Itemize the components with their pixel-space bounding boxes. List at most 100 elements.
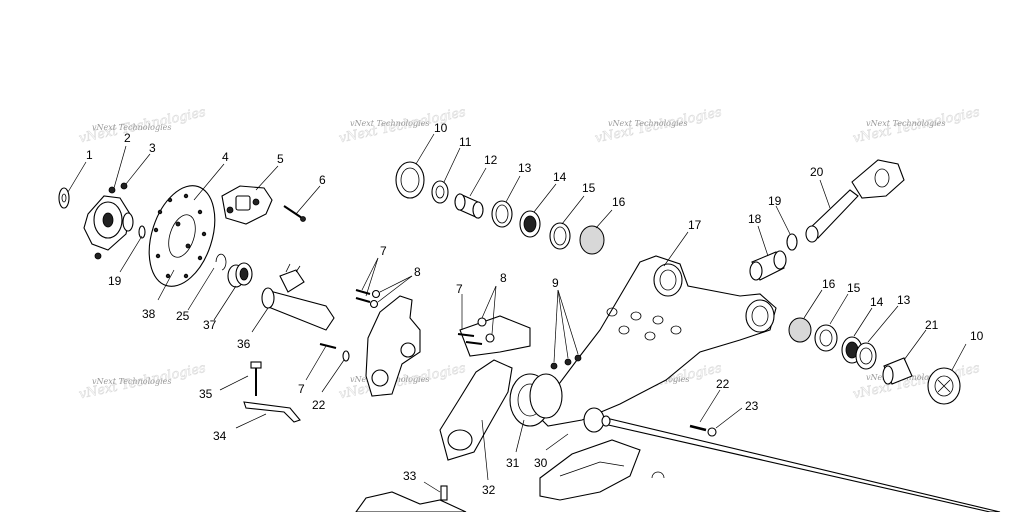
- callout-3: 3: [149, 141, 156, 155]
- svg-text:vNext Technologies: vNext Technologies: [608, 119, 687, 128]
- callout-35: 35: [199, 387, 213, 401]
- callout-14-upper: 14: [553, 170, 567, 184]
- callout-8-upper: 8: [414, 265, 421, 279]
- part-9-fittings: [550, 354, 582, 370]
- callout-22-left: 22: [312, 398, 326, 412]
- part-18-sleeve: [749, 250, 787, 281]
- part-21-spacer-right: [882, 357, 913, 385]
- callout-5: 5: [277, 152, 284, 166]
- part-3-wheel-studs: [94, 182, 128, 260]
- callout-21: 21: [925, 318, 939, 332]
- part-16-cap-right: [788, 317, 812, 343]
- part-22-bolt-right: [689, 424, 707, 432]
- callout-22-right: 22: [716, 377, 730, 391]
- callout-18: 18: [748, 212, 762, 226]
- part-15-race-right: [814, 324, 838, 352]
- watermark: vNext Technologies vNext Technologies: [337, 105, 467, 147]
- callout-37: 37: [203, 318, 217, 332]
- part-19-washer-right: [786, 233, 798, 251]
- part-17-swing-arm: [535, 255, 777, 433]
- part-6-bolt: [283, 205, 306, 222]
- callout-33: 33: [403, 469, 417, 483]
- callout-38: 38: [142, 307, 156, 321]
- callout-13-right: 13: [897, 293, 911, 307]
- part-35-bolt: [250, 361, 262, 396]
- part-16-cap-upper: [579, 225, 605, 255]
- part-20-drive-shaft: [805, 159, 905, 243]
- part-19-washer-left: [138, 225, 146, 239]
- callout-12: 12: [484, 153, 498, 167]
- part-23-washer-right: [707, 427, 717, 437]
- watermark: vNext Technologies vNext Technologies: [337, 361, 467, 403]
- part-1-washer: [58, 187, 70, 209]
- watermark: vNext Technologies vNext Technologies: [77, 361, 207, 403]
- callout-14-right: 14: [870, 295, 884, 309]
- callout-9: 9: [552, 276, 559, 290]
- part-2-wheel-hub: [83, 195, 134, 251]
- part-25-snap-ring: [215, 253, 227, 271]
- callout-17: 17: [688, 218, 702, 232]
- callout-23: 23: [745, 399, 759, 413]
- callout-16-upper: 16: [612, 195, 626, 209]
- rear-axle-shaft: [601, 415, 1001, 512]
- callout-32: 32: [482, 483, 496, 497]
- part-36-axle-housing: [261, 263, 335, 331]
- callout-6: 6: [319, 173, 326, 187]
- part-13-seal-upper: [491, 200, 513, 228]
- part-7-bolt-lower: [319, 343, 337, 349]
- part-14-bearing-upper: [519, 210, 541, 238]
- callout-4: 4: [222, 150, 229, 164]
- part-13-seal-right: [855, 342, 877, 370]
- callout-10-right: 10: [970, 329, 984, 343]
- callout-2: 2: [124, 131, 131, 145]
- part-37-bearing: [227, 262, 253, 288]
- knuckle-bracket: [365, 295, 421, 397]
- callout-30: 30: [534, 456, 548, 470]
- part-8-nuts-center: [477, 317, 495, 343]
- callout-34: 34: [213, 429, 227, 443]
- callout-16-right: 16: [822, 277, 836, 291]
- callout-7-center: 7: [456, 282, 463, 296]
- callout-20: 20: [810, 165, 824, 179]
- lower-housing: [355, 491, 467, 512]
- part-10-bushing-upper: [395, 161, 425, 199]
- bearing-carrier-housing: [439, 315, 563, 461]
- watermark: vNext Technologies vNext Technologies: [851, 105, 981, 147]
- callout-19-left: 19: [108, 274, 122, 288]
- callout-10-upper: 10: [434, 121, 448, 135]
- axle-retaining-clip: [651, 471, 665, 479]
- lower-bracket: [539, 439, 641, 501]
- watermark: vNext Technologies vNext Technologies: [593, 105, 723, 147]
- callout-8-center: 8: [500, 271, 507, 285]
- callout-7-lower: 7: [298, 382, 305, 396]
- part-15-race-upper: [549, 222, 571, 250]
- part-5-brake-caliper: [221, 185, 273, 225]
- callout-labels: 1 2 3 4 5 6 19 38 25 37 36 7 8 7 22 35 3…: [86, 121, 984, 497]
- part-34-retaining-clip: [243, 401, 301, 423]
- part-11-lock-nut: [431, 180, 449, 204]
- svg-text:vNext Technologies: vNext Technologies: [866, 119, 945, 128]
- watermark: vNext Technologies vNext Technologies: [77, 105, 207, 147]
- callout-15-right: 15: [847, 281, 861, 295]
- part-7-bolts-upper: [355, 289, 371, 303]
- part-4-brake-disc: [148, 185, 216, 287]
- svg-text:vNext Technologies: vNext Technologies: [92, 123, 171, 132]
- svg-text:vNext Technologies: vNext Technologies: [92, 377, 171, 386]
- callout-15-upper: 15: [582, 181, 596, 195]
- part-7-bolts-center: [457, 333, 483, 345]
- part-10-bushing-right: [927, 367, 961, 405]
- part-33-pin: [440, 485, 448, 501]
- callout-7-upper: 7: [380, 244, 387, 258]
- part-22-washer-left: [342, 350, 350, 362]
- part-12-spacer-sleeve: [454, 193, 484, 219]
- callout-11: 11: [459, 135, 472, 149]
- callout-25: 25: [176, 309, 190, 323]
- svg-text:vNext Technologies: vNext Technologies: [350, 119, 429, 128]
- callout-31: 31: [506, 456, 520, 470]
- callout-36: 36: [237, 337, 251, 351]
- callout-13-upper: 13: [518, 161, 532, 175]
- callout-19-right: 19: [768, 194, 782, 208]
- leader-lines: [67, 133, 967, 493]
- part-8-nuts-upper: [369, 289, 381, 309]
